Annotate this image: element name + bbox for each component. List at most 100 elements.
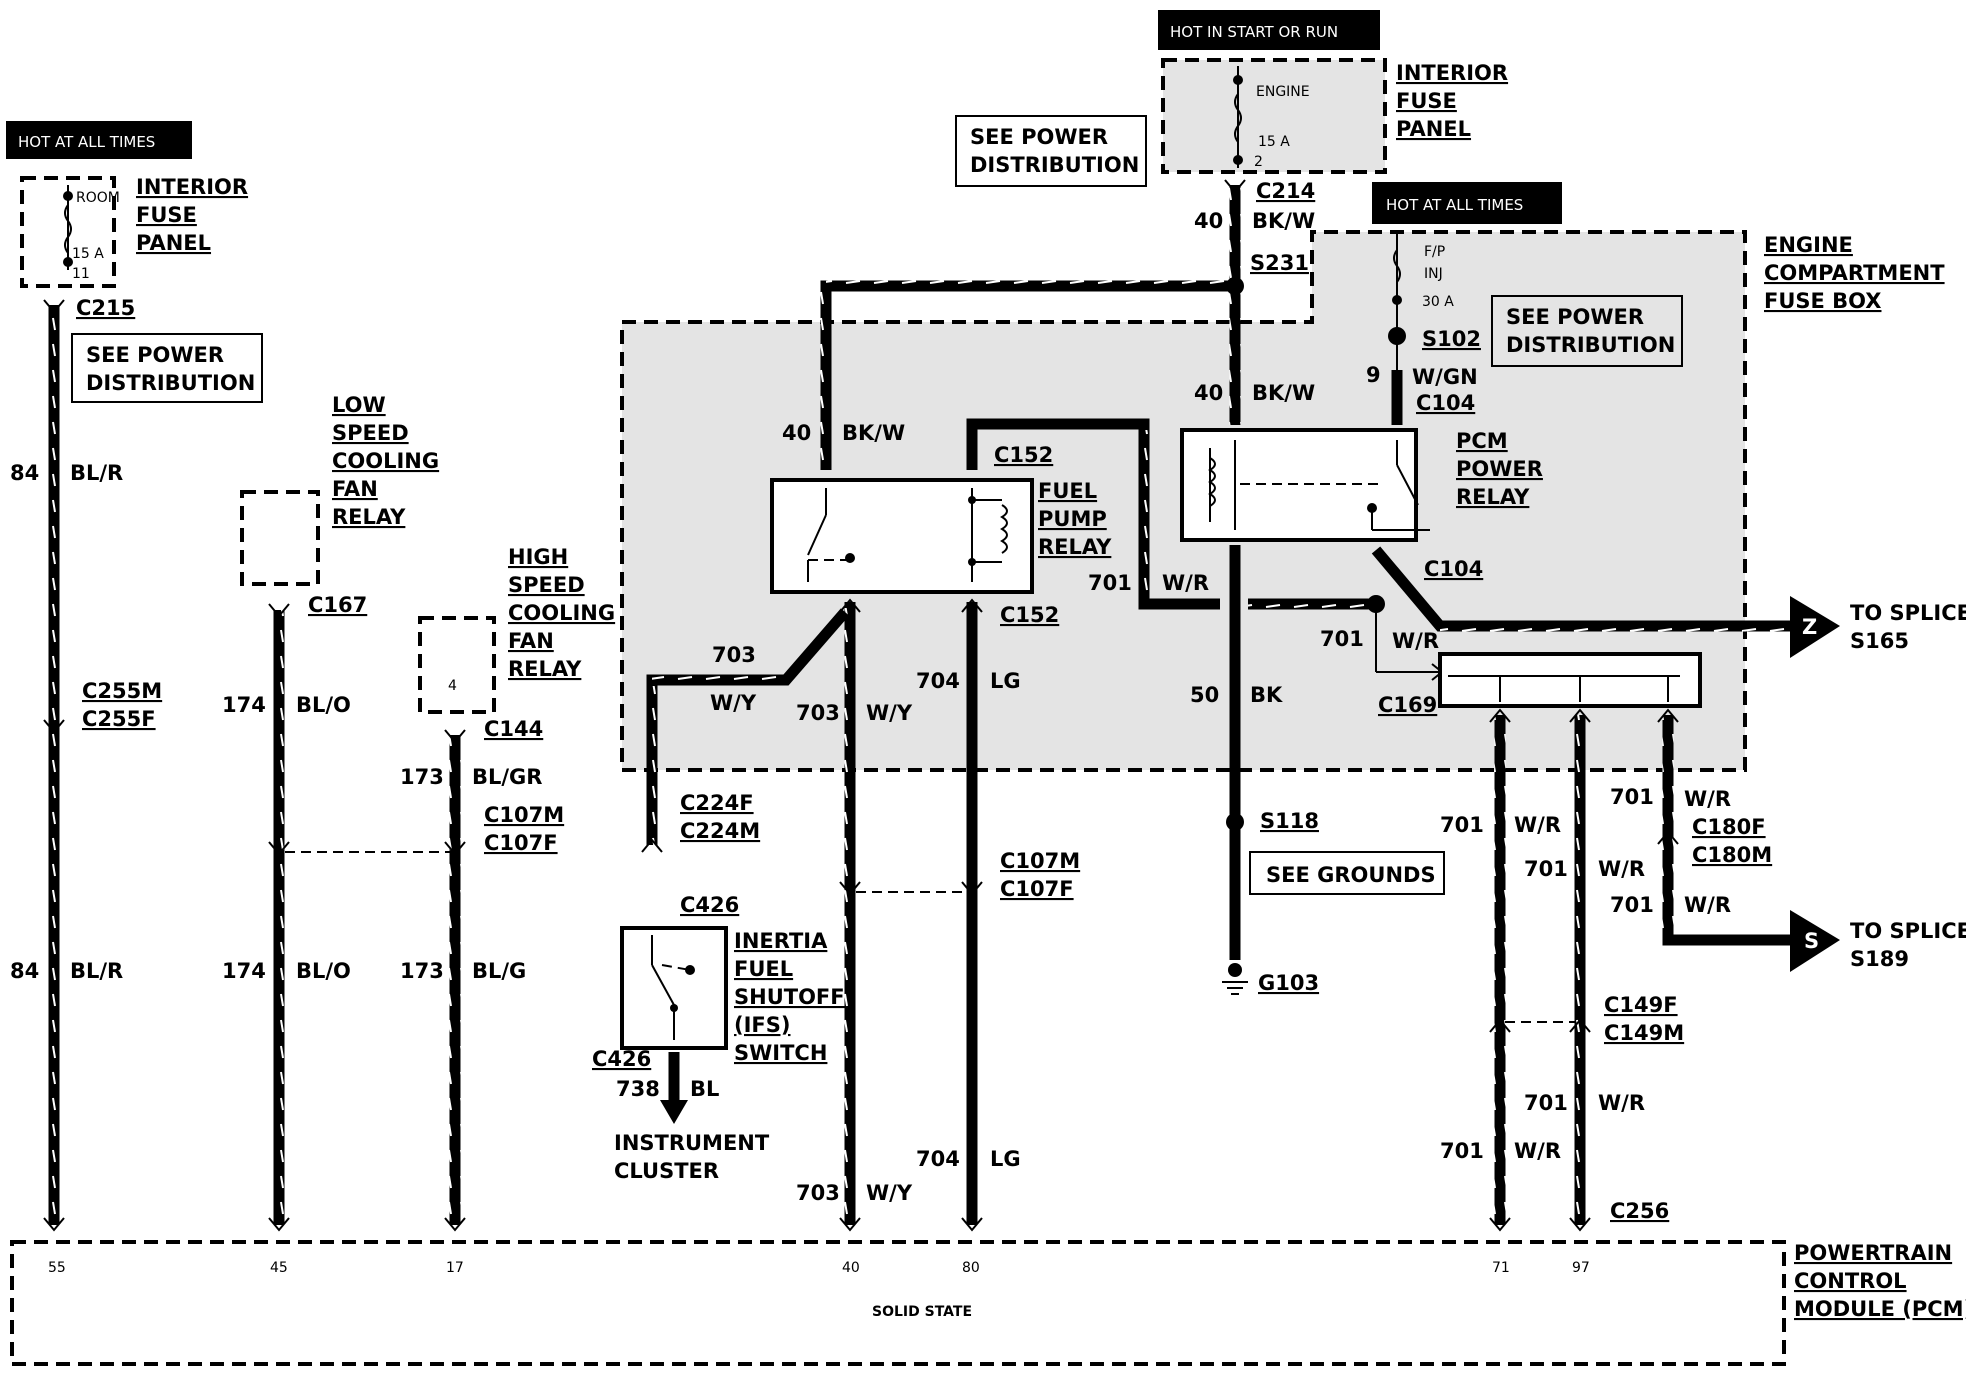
svg-text:15 A: 15 A: [72, 246, 104, 262]
svg-text:C224F: C224F: [680, 791, 754, 815]
svg-text:701: 701: [1610, 785, 1654, 809]
svg-text:C256: C256: [1610, 1199, 1669, 1223]
svg-text:W/R: W/R: [1598, 857, 1645, 881]
svg-text:703: 703: [796, 701, 840, 725]
svg-text:701: 701: [1524, 857, 1568, 881]
svg-text:S102: S102: [1422, 327, 1481, 351]
svg-text:BK/W: BK/W: [842, 421, 905, 445]
svg-text:704: 704: [916, 1147, 960, 1171]
svg-text:ROOM: ROOM: [76, 190, 120, 206]
svg-text:INERTIA: INERTIA: [734, 929, 828, 953]
svg-text:701: 701: [1088, 571, 1132, 595]
svg-text:40: 40: [1194, 209, 1223, 233]
high-speed-fan-relay-label: HIGH SPEED COOLING FAN RELAY: [508, 545, 615, 681]
svg-text:FUSE BOX: FUSE BOX: [1764, 289, 1881, 313]
svg-text:PUMP: PUMP: [1038, 507, 1107, 531]
inertia-fuel-shutoff-switch: [620, 926, 728, 1124]
wire-701-pin97: [1569, 708, 1591, 1225]
svg-text:9: 9: [1366, 363, 1381, 387]
svg-text:INTERIOR: INTERIOR: [136, 175, 248, 199]
svg-text:701: 701: [1610, 893, 1654, 917]
wire-701-pin71: [1489, 708, 1511, 1225]
svg-text:Z: Z: [1802, 615, 1817, 639]
svg-text:DISTRIBUTION: DISTRIBUTION: [1506, 333, 1675, 357]
svg-text:INTERIOR: INTERIOR: [1396, 61, 1508, 85]
low-speed-fan-relay-label: LOW SPEED COOLING FAN RELAY: [332, 393, 439, 529]
svg-text:W/Y: W/Y: [866, 1181, 913, 1205]
svg-text:2: 2: [1254, 154, 1263, 170]
svg-text:SEE POWER: SEE POWER: [1506, 305, 1644, 329]
svg-text:LG: LG: [990, 1147, 1021, 1171]
svg-text:ENGINE: ENGINE: [1764, 233, 1853, 257]
hot-at-all-times-right-header: HOT AT ALL TIMES: [1372, 182, 1562, 224]
svg-text:SEE POWER: SEE POWER: [86, 343, 224, 367]
pcm-power-relay: [1180, 428, 1430, 542]
svg-text:W/R: W/R: [1684, 787, 1731, 811]
svg-text:SEE GROUNDS: SEE GROUNDS: [1266, 863, 1436, 887]
svg-text:W/R: W/R: [1684, 893, 1731, 917]
svg-text:CONTROL: CONTROL: [1794, 1269, 1907, 1293]
svg-text:BL/R: BL/R: [70, 959, 123, 983]
svg-text:HIGH: HIGH: [508, 545, 568, 569]
pcm-module-box: [10, 1240, 1786, 1366]
svg-text:SHUTOFF: SHUTOFF: [734, 985, 845, 1009]
fuel-pump-relay: [770, 478, 1034, 594]
svg-text:C104: C104: [1416, 391, 1475, 415]
svg-text:COOLING: COOLING: [332, 449, 439, 473]
svg-text:C144: C144: [484, 717, 543, 741]
svg-text:40: 40: [842, 1260, 860, 1276]
svg-text:701: 701: [1320, 627, 1364, 651]
svg-text:PCM: PCM: [1456, 429, 1508, 453]
svg-text:C167: C167: [308, 593, 367, 617]
svg-text:50: 50: [1190, 683, 1219, 707]
svg-text:W/Y: W/Y: [866, 701, 913, 725]
svg-text:SWITCH: SWITCH: [734, 1041, 827, 1065]
svg-text:11: 11: [72, 266, 90, 282]
svg-text:ENGINE: ENGINE: [1256, 84, 1310, 100]
svg-text:SPEED: SPEED: [508, 573, 585, 597]
wire-173: [444, 729, 466, 1225]
svg-text:C107M: C107M: [1000, 849, 1080, 873]
interior-fuse-panel-top: [1163, 60, 1385, 172]
svg-text:RELAY: RELAY: [1038, 535, 1112, 559]
see-power-distribution-left: SEE POWER DISTRIBUTION: [71, 333, 263, 403]
high-speed-fan-relay-box: [418, 616, 496, 714]
svg-text:COOLING: COOLING: [508, 601, 615, 625]
svg-text:FUEL: FUEL: [1038, 479, 1097, 503]
svg-text:C107M: C107M: [484, 803, 564, 827]
svg-text:W/R: W/R: [1514, 813, 1561, 837]
svg-text:84: 84: [10, 461, 39, 485]
svg-text:45: 45: [270, 1260, 288, 1276]
svg-text:CLUSTER: CLUSTER: [614, 1159, 719, 1183]
svg-text:BK/W: BK/W: [1252, 209, 1315, 233]
svg-text:C152: C152: [1000, 603, 1059, 627]
hot-at-all-times-left-header: HOT AT ALL TIMES: [6, 121, 192, 159]
wire-84: [43, 185, 73, 1225]
svg-text:C107F: C107F: [1000, 877, 1074, 901]
svg-text:174: 174: [222, 959, 266, 983]
svg-text:W/R: W/R: [1162, 571, 1209, 595]
svg-text:701: 701: [1440, 1139, 1484, 1163]
svg-text:HOT IN START OR RUN: HOT IN START OR RUN: [1170, 23, 1338, 41]
svg-text:FUSE: FUSE: [1396, 89, 1457, 113]
low-speed-fan-relay-box: [240, 490, 320, 586]
svg-text:40: 40: [1194, 381, 1223, 405]
svg-text:703: 703: [796, 1181, 840, 1205]
svg-text:POWER: POWER: [1456, 457, 1543, 481]
svg-text:W/R: W/R: [1392, 629, 1439, 653]
svg-text:HOT AT ALL TIMES: HOT AT ALL TIMES: [1386, 196, 1523, 214]
svg-text:FAN: FAN: [508, 629, 554, 653]
svg-text:C152: C152: [994, 443, 1053, 467]
svg-text:FUEL: FUEL: [734, 957, 793, 981]
see-grounds-box: SEE GROUNDS: [1249, 851, 1445, 895]
svg-text:C149M: C149M: [1604, 1021, 1684, 1045]
fuse-engine: [1233, 66, 1243, 168]
wire-701-to-splice-z: Z: [1367, 546, 1840, 681]
svg-text:(IFS): (IFS): [734, 1013, 790, 1037]
wire-704: [961, 598, 983, 1225]
svg-text:FAN: FAN: [332, 477, 378, 501]
pcm-pin-arrows: [43, 1217, 1591, 1232]
svg-text:LOW: LOW: [332, 393, 386, 417]
wire-40-to-fuel-pump-relay: [820, 280, 1232, 470]
